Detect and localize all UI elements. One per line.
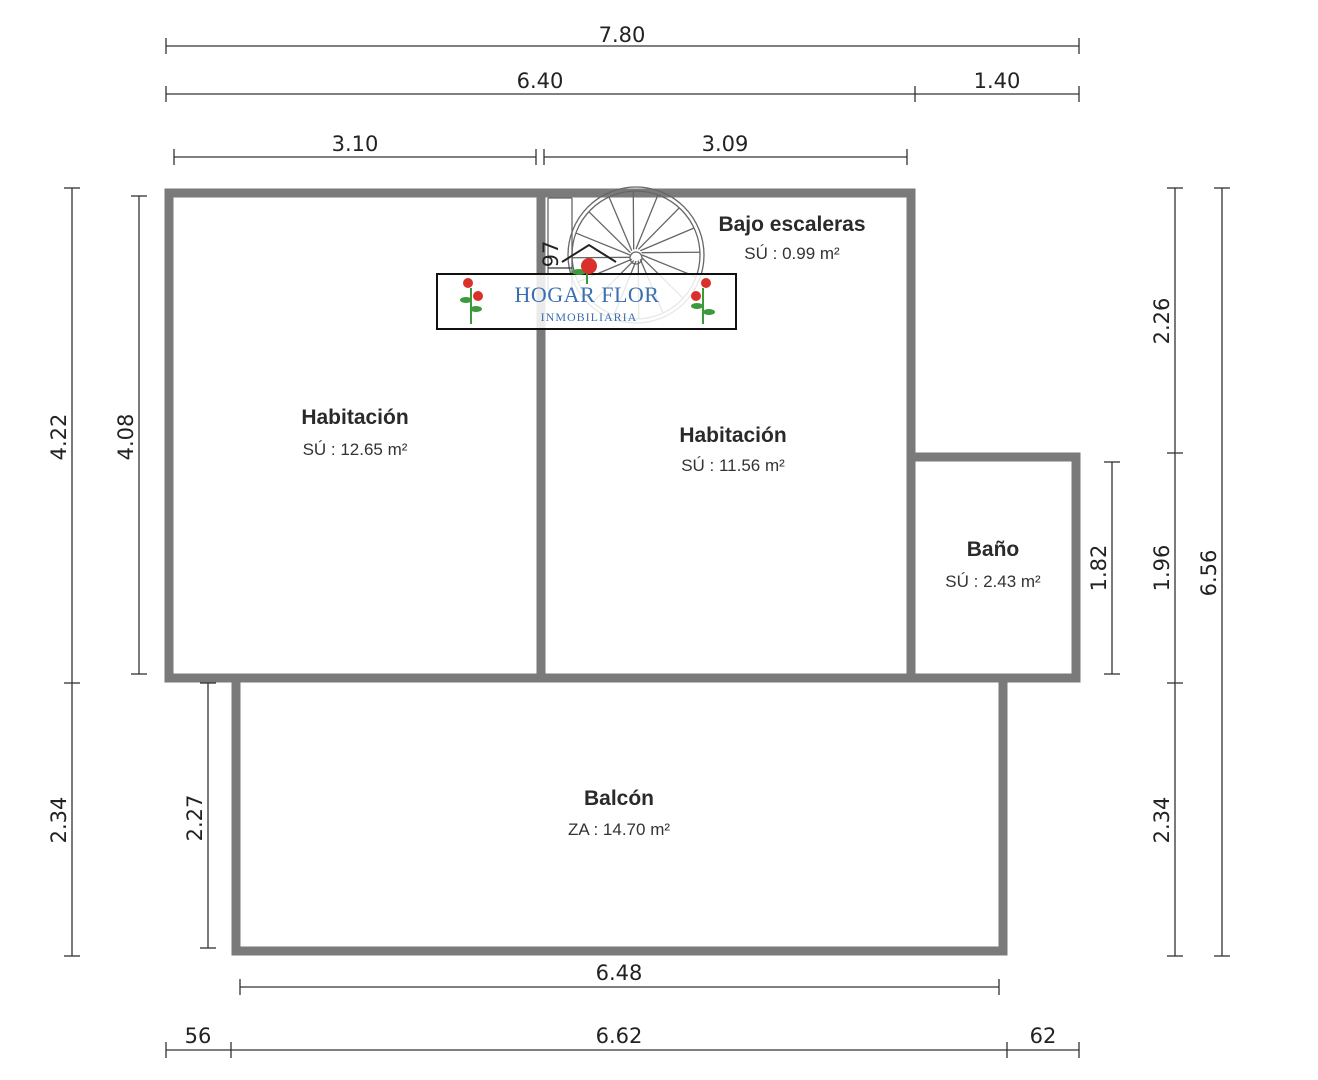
room-area: SÚ : 2.43 m² — [945, 572, 1041, 591]
dim-label: 4.22 — [47, 414, 71, 461]
dim-label: 6.62 — [596, 1024, 643, 1048]
dim-label: 3.09 — [702, 132, 749, 156]
dim-stair-width: 97 — [539, 241, 572, 269]
room-name: Bajo escaleras — [718, 213, 865, 236]
room-area: SÚ : 11.56 m² — [681, 456, 785, 475]
room-name: Balcón — [584, 787, 654, 810]
dim-balcony-width: 6.48 — [239, 961, 1000, 995]
dim-label: 7.80 — [599, 23, 646, 47]
dim-top-split: 6.40 1.40 — [165, 69, 1080, 102]
dim-top-total: 7.80 — [165, 23, 1080, 54]
rose-icon — [572, 258, 597, 284]
room-balcony: Balcón ZA : 14.70 m² — [568, 787, 670, 839]
dim-bath-height: 1.82 — [1087, 461, 1120, 675]
dim-bottom: 56 6.62 62 — [165, 1024, 1080, 1058]
dim-label: 1.40 — [974, 69, 1021, 93]
logo-title: HOGAR FLOR — [515, 282, 660, 307]
stair-tread — [608, 196, 633, 252]
hogar-flor-logo: HOGAR FLOR INMOBILIARIA — [436, 243, 737, 330]
dim-label: 2.34 — [1150, 797, 1174, 844]
wall-bathroom — [906, 452, 1081, 683]
stair-tread — [637, 207, 680, 250]
rose-icon — [460, 278, 483, 324]
dim-label: 3.10 — [332, 132, 379, 156]
stair-tread — [575, 232, 631, 256]
wall-mid-room — [536, 188, 916, 683]
dim-label: 56 — [185, 1024, 212, 1048]
walls — [164, 188, 1081, 956]
stair-tread — [639, 227, 695, 252]
room-area: SÚ : 0.99 m² — [744, 244, 840, 263]
dim-label: 97 — [539, 241, 563, 268]
dim-left-outer: 4.22 2.34 — [47, 187, 80, 957]
dim-label: 2.26 — [1150, 298, 1174, 345]
dim-left-inner: 4.08 — [114, 195, 147, 675]
room-name: Habitación — [301, 406, 408, 429]
room-area: ZA : 14.70 m² — [568, 820, 670, 839]
dim-label: 62 — [1030, 1024, 1057, 1048]
rose-icon — [691, 278, 715, 324]
dim-room-widths: 3.10 3.09 — [173, 132, 908, 165]
dim-label: 4.08 — [114, 414, 138, 461]
dim-label: 1.96 — [1150, 545, 1174, 592]
room-name: Habitación — [679, 424, 786, 447]
room-bath: Baño SÚ : 2.43 m² — [945, 538, 1041, 591]
dim-label: 2.34 — [47, 797, 71, 844]
logo-subtitle: INMOBILIARIA — [541, 310, 638, 324]
room-stairs: Bajo escaleras SÚ : 0.99 m² — [718, 213, 865, 263]
dim-balcony-height: 2.27 — [183, 682, 216, 949]
stair-tread — [635, 194, 659, 250]
room-hab1: Habitación SÚ : 12.65 m² — [301, 406, 408, 459]
room-name: Baño — [967, 538, 1020, 561]
wall-balcony — [231, 678, 1008, 956]
dim-label: 6.56 — [1197, 550, 1221, 597]
dim-right-total: 6.56 — [1197, 187, 1230, 957]
room-area: SÚ : 12.65 m² — [303, 440, 408, 459]
dim-label: 6.48 — [596, 961, 643, 985]
dim-label: 2.27 — [183, 795, 207, 842]
dim-label: 1.82 — [1087, 545, 1111, 592]
stair-tread — [588, 211, 631, 254]
room-hab2: Habitación SÚ : 11.56 m² — [679, 424, 786, 475]
wall-left-room — [164, 188, 546, 683]
dim-label: 6.40 — [517, 69, 564, 93]
dim-right-split: 2.26 1.96 2.34 — [1150, 187, 1183, 957]
